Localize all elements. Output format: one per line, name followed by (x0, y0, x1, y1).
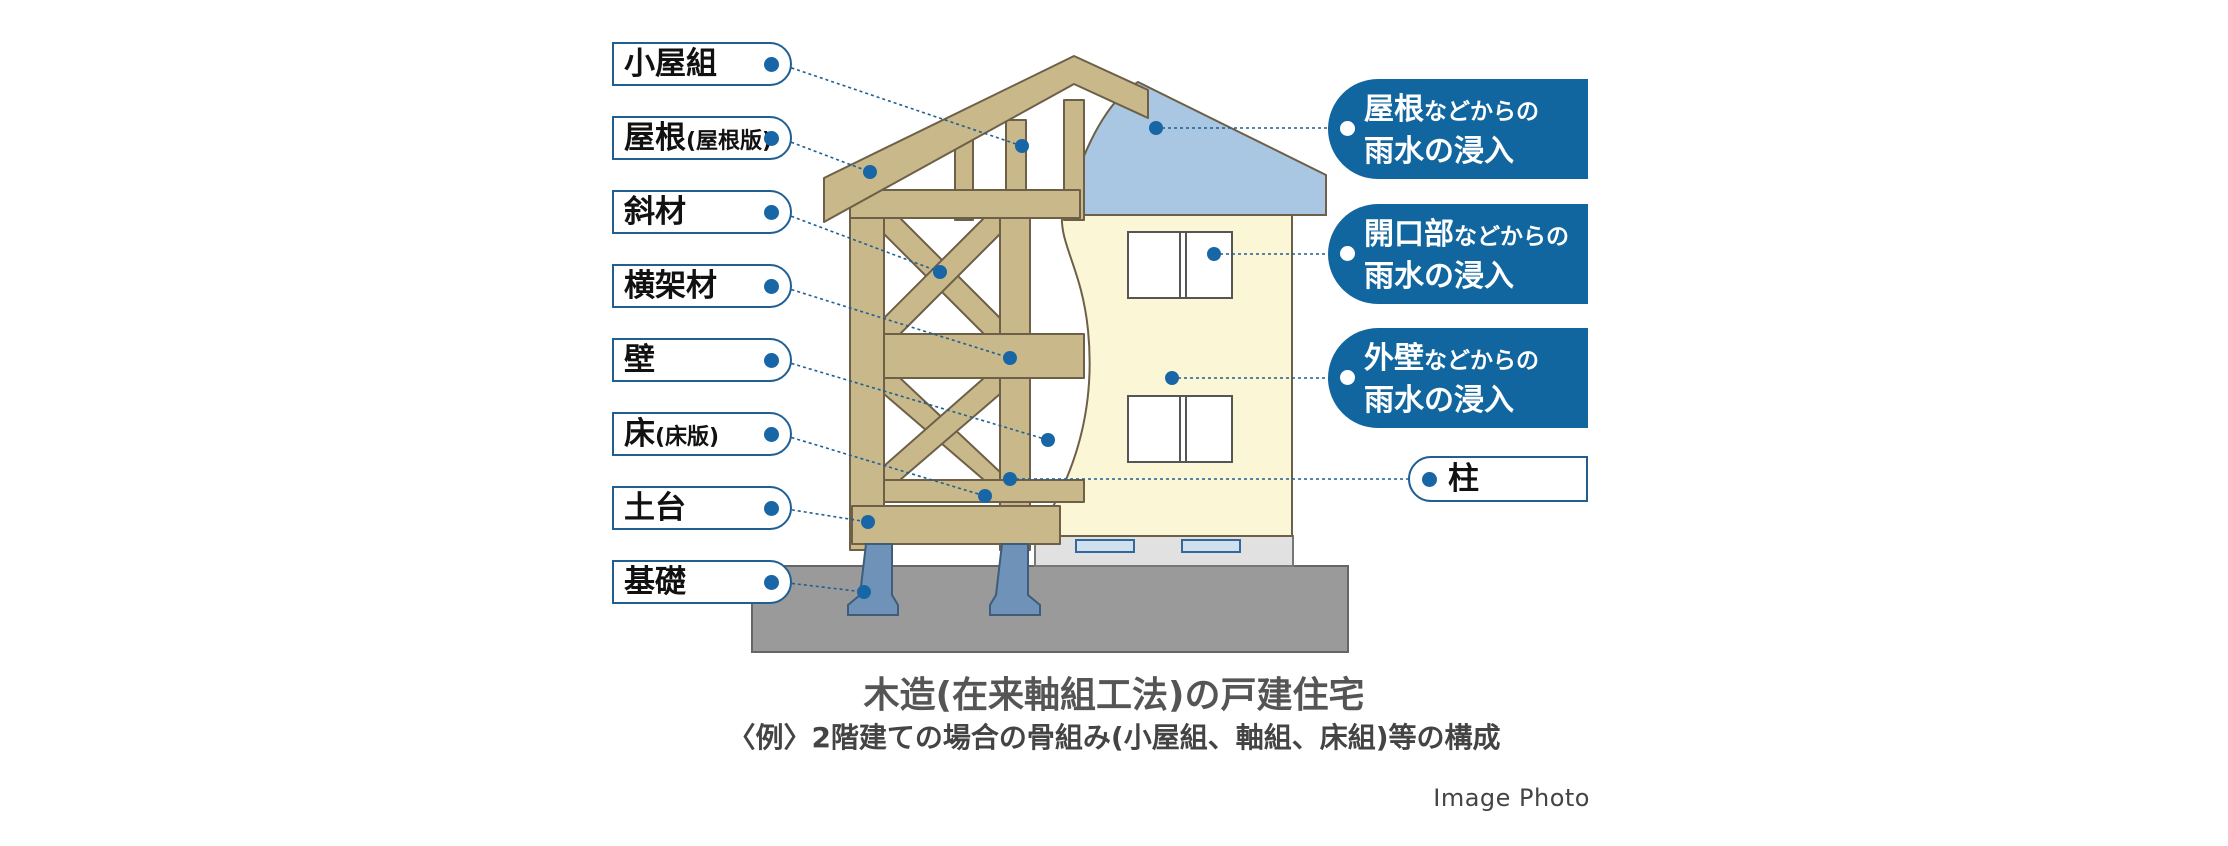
label-text: 柱 (1448, 461, 1479, 497)
callout-wall-leak: 外壁などからの 雨水の浸入 (1328, 328, 1588, 428)
label-hashira: 柱 (1408, 456, 1588, 502)
label-okazai: 横架材 (612, 264, 792, 308)
callout-dot (1340, 370, 1355, 385)
callout-opening-leak: 開口部などからの 雨水の浸入 (1328, 204, 1588, 304)
label-dot (764, 427, 779, 442)
callout-text: 外壁 (1364, 341, 1424, 376)
dot-wall-leak (1165, 371, 1179, 385)
label-dot (764, 57, 779, 72)
callout-subtext: などからの (1424, 99, 1539, 125)
callout-line2: 雨水の浸入 (1364, 259, 1514, 294)
caption-subtitle: 〈例〉2階建ての場合の骨組み(小屋組、軸組、床組)等の構成 (727, 721, 1501, 754)
base-strip (1034, 535, 1294, 567)
callout-dot (1340, 246, 1355, 261)
dot-roof-leak (1149, 121, 1163, 135)
callout-subtext: などからの (1424, 348, 1539, 374)
callout-text: 開口部 (1364, 217, 1454, 252)
label-dot (764, 205, 779, 220)
callout-text: 屋根 (1364, 92, 1424, 127)
label-text: 壁 (624, 342, 655, 378)
label-dot (764, 131, 779, 146)
foundation-piers (847, 543, 1041, 616)
dot-koyagumi (1015, 139, 1029, 153)
label-dodai: 土台 (612, 486, 792, 530)
caption-title: 木造(在来軸組工法)の戸建住宅 (863, 675, 1365, 716)
label-koyagumi: 小屋組 (612, 42, 792, 86)
callout-roof-leak: 屋根などからの 雨水の浸入 (1328, 79, 1588, 179)
dot-okazai (1003, 351, 1017, 365)
window-lower (1127, 395, 1233, 463)
callout-line2: 雨水の浸入 (1364, 383, 1514, 418)
vents (1075, 539, 1241, 553)
leader-lines-left (779, 63, 1049, 593)
callout-dot (1340, 121, 1355, 136)
ground (751, 565, 1349, 653)
label-yane: 屋根(屋根版) (612, 116, 792, 160)
dot-yuka (978, 489, 992, 503)
dot-yane (863, 165, 877, 179)
label-text: 土台 (624, 490, 686, 526)
label-text: 屋根 (624, 120, 686, 156)
target-dots (857, 121, 1221, 599)
callout-line2: 雨水の浸入 (1364, 134, 1514, 169)
label-shazai: 斜材 (612, 190, 792, 234)
label-subtext: (床版) (655, 425, 720, 450)
wood-frame (823, 55, 1149, 551)
label-kiso: 基礎 (612, 560, 792, 604)
label-dot (1422, 472, 1437, 487)
label-dot (764, 279, 779, 294)
image-note: Image Photo (1433, 784, 1590, 812)
dot-hashira (1003, 472, 1017, 486)
label-kabe: 壁 (612, 338, 792, 382)
dot-shazai (933, 265, 947, 279)
label-text: 斜材 (624, 194, 686, 230)
label-text: 床 (624, 416, 655, 452)
dot-opening-leak (1207, 247, 1221, 261)
label-yuka: 床(床版) (612, 412, 792, 456)
leader-lines-right (1010, 127, 1424, 480)
label-text: 基礎 (624, 564, 686, 600)
window-upper (1127, 231, 1233, 299)
dot-dodai (861, 515, 875, 529)
label-text: 小屋組 (624, 46, 717, 82)
dot-kabe (1041, 433, 1055, 447)
roof-panel (1064, 80, 1327, 216)
dot-kiso (857, 585, 871, 599)
label-text: 横架材 (624, 268, 717, 304)
callout-subtext: などからの (1454, 224, 1569, 250)
label-dot (764, 575, 779, 590)
label-dot (764, 501, 779, 516)
label-dot (764, 353, 779, 368)
label-subtext: (屋根版) (686, 129, 773, 154)
